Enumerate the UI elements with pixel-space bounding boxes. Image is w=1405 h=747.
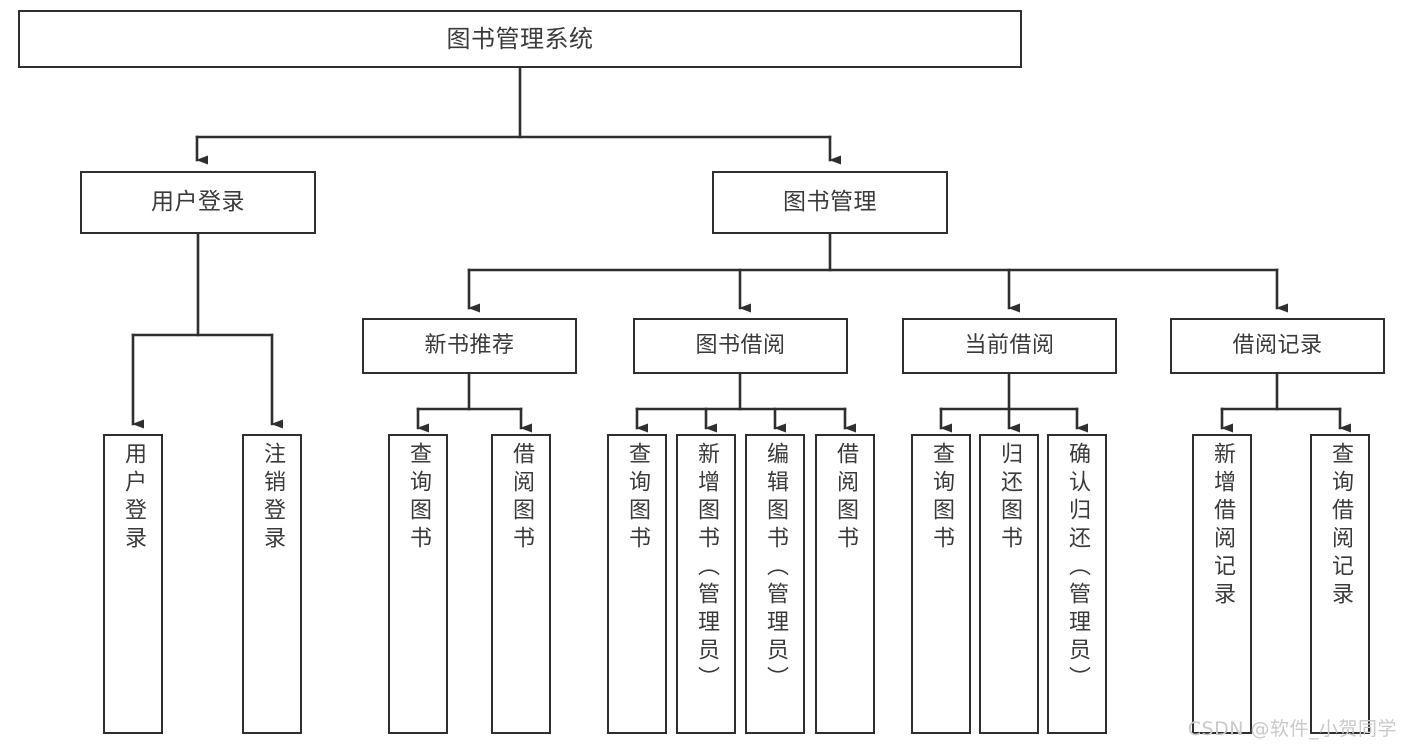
node-label: 编辑图书（管理员） (763, 442, 788, 694)
node-label: 借阅图书 (833, 442, 858, 554)
node-new-book-recommend[interactable]: 新书推荐 (362, 318, 577, 374)
node-label: 新书推荐 (424, 333, 515, 359)
node-label: 图书管理 (783, 189, 877, 216)
watermark-text: CSDN @软件_小贺同学 (1187, 718, 1397, 740)
leaf-user-login[interactable]: 用户登录 (103, 434, 163, 734)
leaf-add-book-admin[interactable]: 新增图书（管理员） (676, 434, 736, 734)
leaf-search-book-current[interactable]: 查询图书 (911, 434, 971, 734)
leaf-logout[interactable]: 注销登录 (242, 434, 302, 734)
node-label: 图书借阅 (695, 333, 786, 359)
node-label: 查询借阅记录 (1328, 442, 1353, 610)
leaf-edit-book-admin[interactable]: 编辑图书（管理员） (745, 434, 805, 734)
leaf-search-borrow-record[interactable]: 查询借阅记录 (1310, 434, 1370, 734)
leaf-borrow-book-newrec[interactable]: 借阅图书 (491, 434, 551, 734)
node-label: 查询图书 (406, 442, 431, 554)
leaf-search-book-borrow[interactable]: 查询图书 (607, 434, 667, 734)
node-user-login[interactable]: 用户登录 (80, 171, 316, 234)
leaf-add-borrow-record[interactable]: 新增借阅记录 (1192, 434, 1252, 734)
node-label: 用户登录 (151, 189, 245, 216)
leaf-search-book-newrec[interactable]: 查询图书 (388, 434, 448, 734)
node-label: 归还图书 (997, 442, 1022, 554)
leaf-confirm-return-admin[interactable]: 确认归还（管理员） (1047, 434, 1107, 734)
node-label: 新增图书（管理员） (694, 442, 719, 694)
node-current-borrow[interactable]: 当前借阅 (902, 318, 1117, 374)
node-book-borrow[interactable]: 图书借阅 (633, 318, 848, 374)
node-label: 借阅记录 (1232, 333, 1323, 359)
node-label: 确认归还（管理员） (1065, 442, 1090, 694)
node-label: 注销登录 (260, 442, 285, 554)
leaf-borrow-book[interactable]: 借阅图书 (815, 434, 875, 734)
node-label: 用户登录 (121, 442, 146, 554)
node-book-management[interactable]: 图书管理 (712, 171, 948, 234)
node-label: 查询图书 (929, 442, 954, 554)
node-label: 查询图书 (625, 442, 650, 554)
node-label: 新增借阅记录 (1210, 442, 1235, 610)
node-label: 当前借阅 (964, 333, 1055, 359)
node-label: 图书管理系统 (446, 25, 594, 53)
node-borrow-records[interactable]: 借阅记录 (1170, 318, 1385, 374)
leaf-return-book[interactable]: 归还图书 (979, 434, 1039, 734)
node-root-book-management-system[interactable]: 图书管理系统 (18, 10, 1022, 68)
node-label: 借阅图书 (509, 442, 534, 554)
